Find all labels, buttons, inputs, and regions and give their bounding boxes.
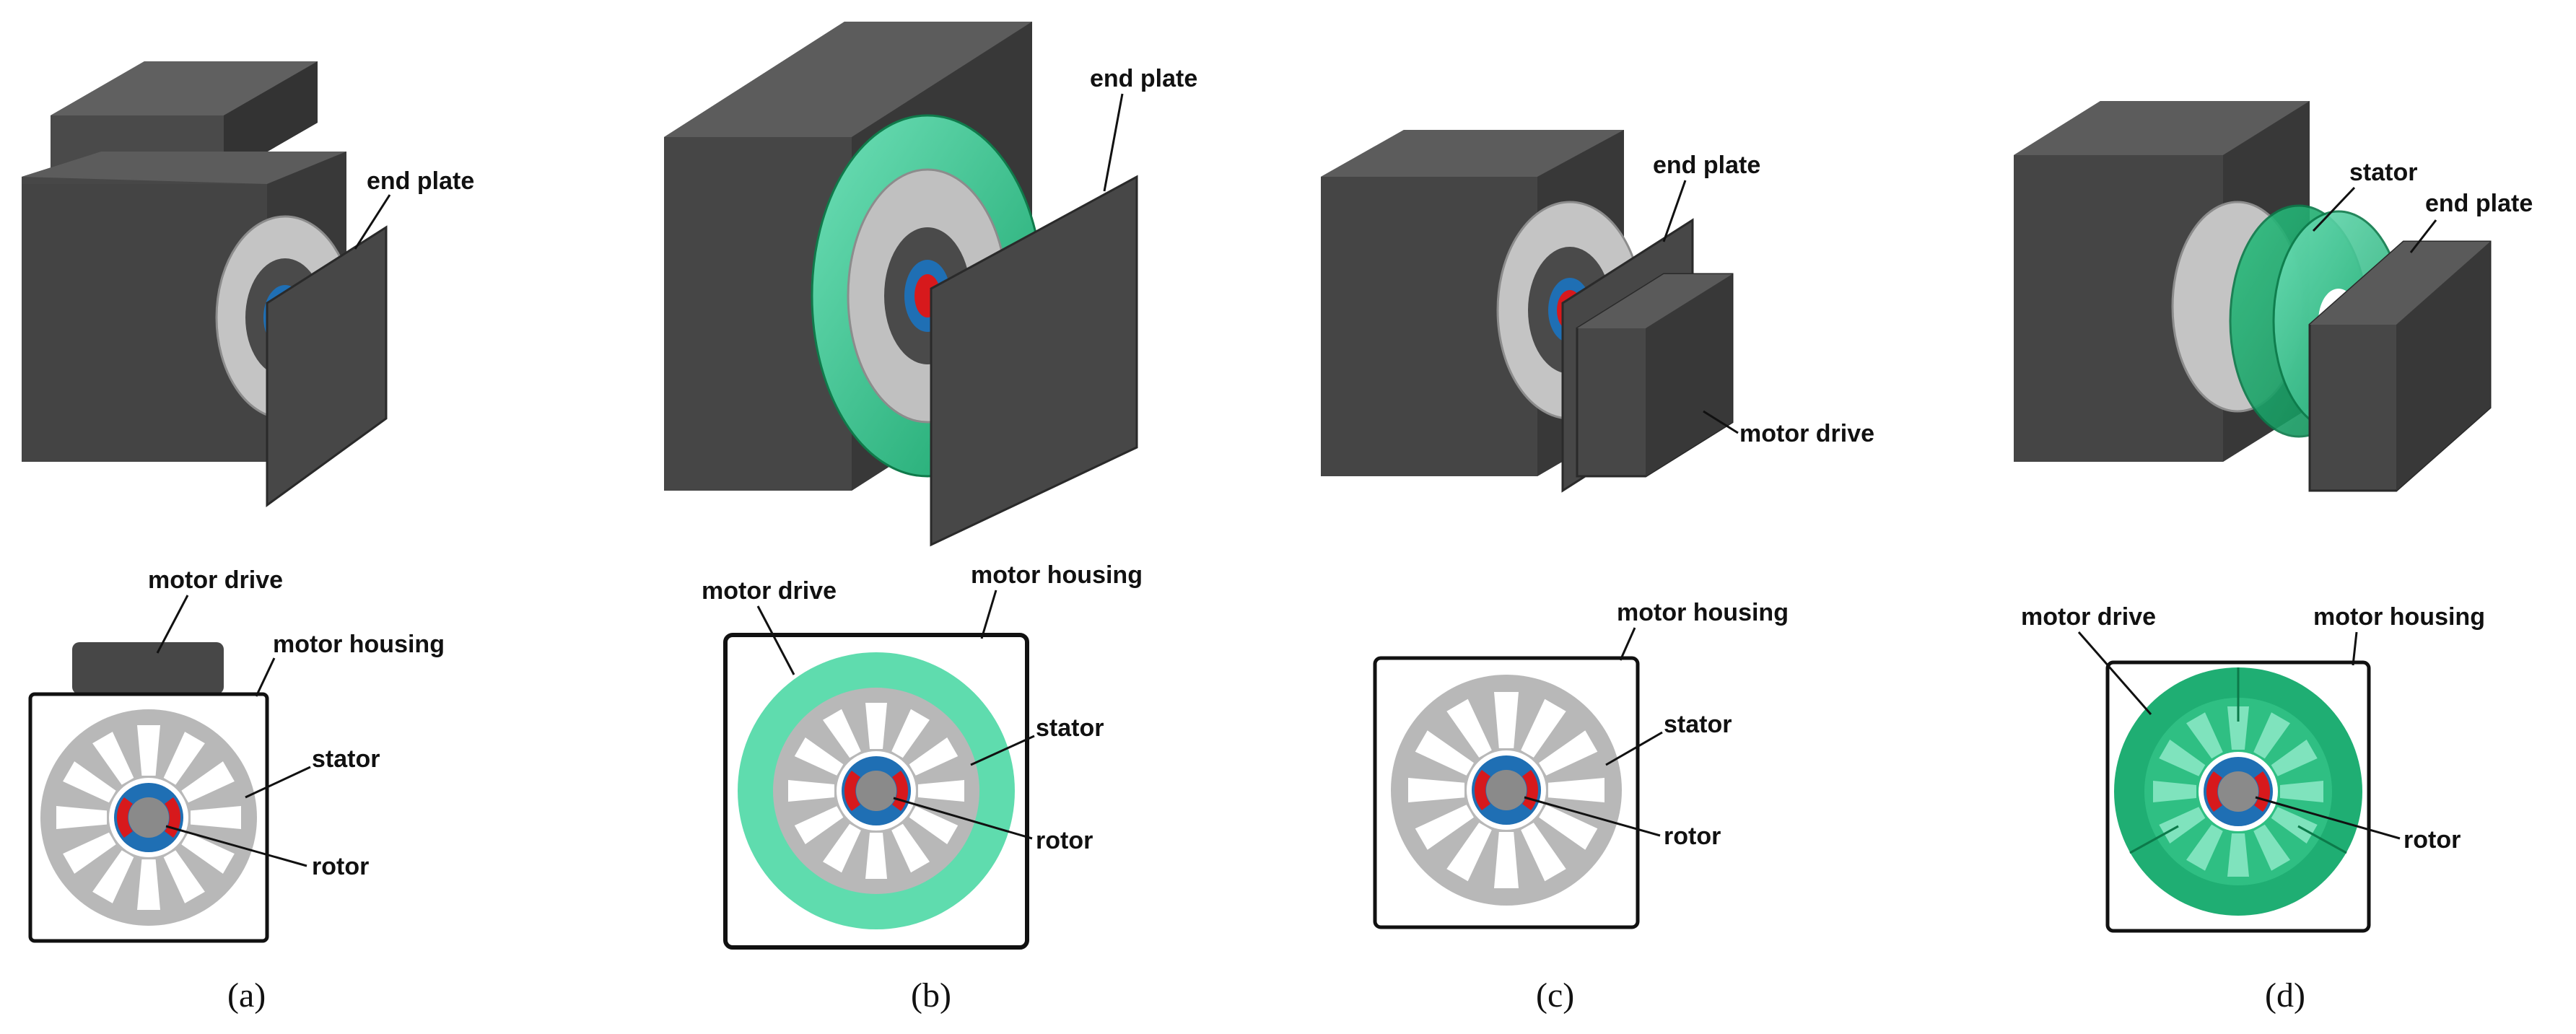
stator-slot — [163, 732, 205, 785]
label-motor-housing: motor housing — [2313, 603, 2485, 631]
panel-b-iso-view: end plate — [664, 22, 1197, 547]
label-motor-drive: motor drive — [2021, 603, 2156, 631]
stator-slot — [1521, 698, 1566, 758]
stator-slot — [181, 761, 235, 803]
caption-a: (a) — [227, 976, 266, 1015]
stator-slots — [788, 703, 964, 879]
stator-slot — [1521, 823, 1566, 882]
label-motor-drive: motor drive — [702, 577, 837, 605]
label-rotor: rotor — [1664, 823, 1721, 850]
label-end-plate: end plate — [1653, 152, 1760, 179]
label-motor-housing: motor housing — [971, 561, 1143, 589]
panel-c-front-view: motor housing stator rotor — [1373, 599, 1789, 929]
stator-slot — [2253, 824, 2290, 871]
label-end-plate: end plate — [367, 167, 474, 195]
stator-slot — [92, 732, 134, 785]
panel-a: end plate motor drive motor housing stat… — [22, 61, 474, 1015]
stator-slots — [56, 725, 241, 910]
panel-a-iso-view: end plate — [22, 61, 474, 507]
label-end-plate: end plate — [1090, 65, 1197, 92]
label-stator: stator — [1664, 711, 1732, 738]
label-motor-drive: motor drive — [148, 566, 283, 594]
stator-slot — [823, 709, 861, 758]
stator-slot — [823, 823, 861, 873]
stator-slot — [909, 806, 959, 844]
stator-slot — [2227, 833, 2249, 877]
stator-slot — [865, 833, 887, 879]
label-rotor: rotor — [1036, 827, 1093, 854]
stator-slot — [891, 709, 930, 758]
panel-d: stator end plate motor drive motor housi… — [2014, 101, 2533, 1015]
stator-slot — [1494, 832, 1519, 888]
stator-slot — [794, 806, 844, 844]
caption-d: (d) — [2265, 976, 2305, 1015]
end-plate — [930, 175, 1138, 547]
panel-b: end plate motor drive motor housing stat… — [664, 22, 1197, 1015]
panel-c-iso-view: end plate motor drive — [1321, 130, 1874, 493]
stator-slot — [1446, 823, 1492, 882]
stator-slot — [1415, 805, 1474, 850]
label-rotor: rotor — [2403, 826, 2461, 854]
stator-slot — [918, 780, 964, 802]
stator-slot — [891, 823, 930, 873]
panel-b-front-view: motor drive motor housing stator rotor — [702, 561, 1143, 950]
stator-slot — [2280, 781, 2323, 802]
stator-slot — [1408, 778, 1464, 802]
label-motor-drive: motor drive — [1739, 420, 1874, 447]
stator-slot — [92, 850, 134, 903]
stator-slot — [2159, 807, 2206, 844]
stator-slot — [2253, 712, 2290, 759]
label-stator: stator — [2349, 159, 2417, 186]
stator-slot — [2227, 706, 2249, 750]
label-stator: stator — [312, 745, 380, 773]
stator-slots — [2153, 706, 2323, 877]
panel-d-front-view: motor drive motor housing rotor — [2021, 603, 2485, 933]
stator-slot — [788, 780, 834, 802]
caption-c: (c) — [1536, 976, 1574, 1015]
label-motor-housing: motor housing — [1617, 599, 1789, 626]
stator-slot — [794, 737, 844, 776]
stator-slot — [137, 725, 160, 776]
panel-c: end plate motor drive motor housing stat… — [1321, 130, 1874, 1015]
stator-slot — [2186, 712, 2223, 759]
stator-slot — [2153, 781, 2196, 802]
end-plate — [266, 225, 388, 507]
stator-slot — [2271, 740, 2318, 776]
label-rotor: rotor — [312, 853, 369, 880]
stator-slot — [181, 832, 235, 874]
stator-slot — [2271, 807, 2318, 844]
panel-a-front-view: motor drive motor housing stator rotor — [28, 566, 445, 943]
stator-slot — [1494, 692, 1519, 748]
label-motor-housing: motor housing — [273, 631, 445, 658]
stator-slot — [191, 806, 241, 829]
stator-slot — [1415, 730, 1474, 776]
motor-drive-block — [72, 642, 224, 694]
stator-slot — [1446, 698, 1492, 758]
stator-slot — [137, 859, 160, 910]
caption-b: (b) — [911, 976, 951, 1015]
stator-slot — [2159, 740, 2206, 776]
stator-slot — [1539, 805, 1598, 850]
stator-slots — [1408, 692, 1604, 888]
stator-slot — [56, 806, 107, 829]
label-stator: stator — [1036, 714, 1104, 742]
stator-slot — [63, 832, 116, 874]
stator-slot — [63, 761, 116, 803]
stator-slot — [1539, 730, 1598, 776]
label-end-plate: end plate — [2425, 190, 2533, 217]
stator-slot — [909, 737, 959, 776]
stator-slot — [1548, 778, 1604, 802]
panel-d-iso-view: stator end plate — [2014, 101, 2533, 492]
stator-slot — [865, 703, 887, 749]
stator-slot — [163, 850, 205, 903]
stator-slot — [2186, 824, 2223, 871]
